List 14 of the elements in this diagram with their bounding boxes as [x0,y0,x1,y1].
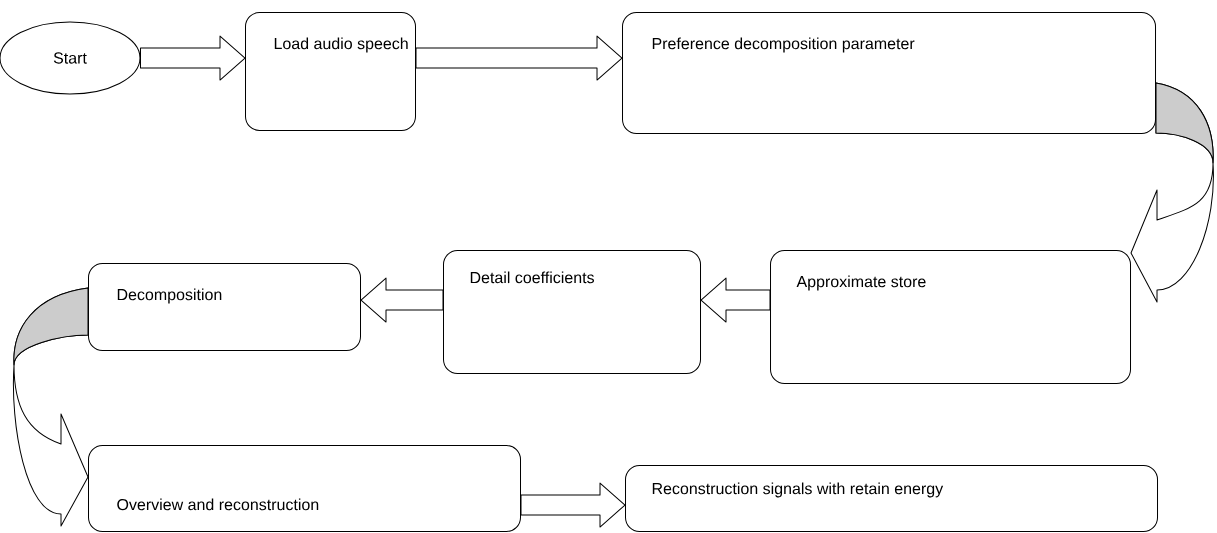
process-box: Reconstruction signals with retain energy [625,465,1158,532]
process-box: Load audio speech [245,12,416,131]
block-arrow [140,35,246,81]
process-box: Detail coefficients [443,250,701,374]
block-arrow [360,277,444,323]
block-arrow [520,482,626,528]
process-box: Preference decomposition parameter [622,12,1156,134]
block-arrow [415,35,623,81]
curved-block-arrow [12,287,89,527]
curved-block-arrow [1130,82,1214,303]
process-box: Approximate store [770,250,1131,384]
process-box: Decomposition [88,263,361,351]
process-box: Overview and reconstruction [88,445,521,532]
block-arrow [700,277,771,323]
